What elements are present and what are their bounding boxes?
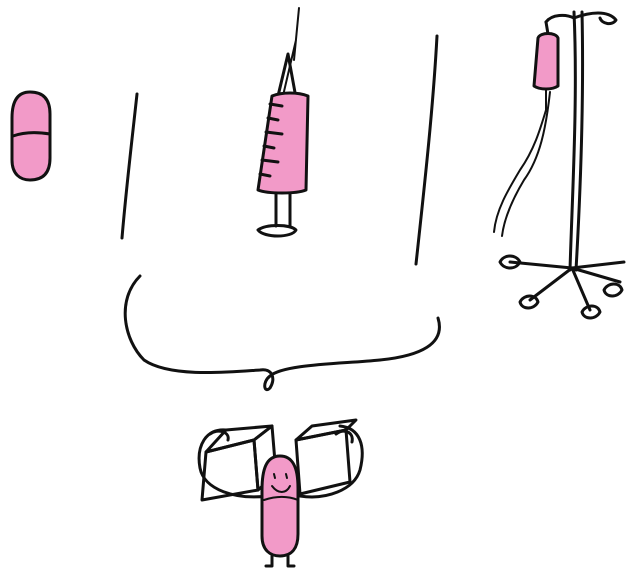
pill-character-icon <box>199 420 362 566</box>
divider-line-right <box>416 36 437 264</box>
curly-brace-icon <box>125 276 439 390</box>
divider-line-left <box>122 94 137 238</box>
iv-drip-stand-icon <box>494 12 624 318</box>
syringe-icon <box>258 8 308 236</box>
capsule-icon <box>12 92 50 180</box>
